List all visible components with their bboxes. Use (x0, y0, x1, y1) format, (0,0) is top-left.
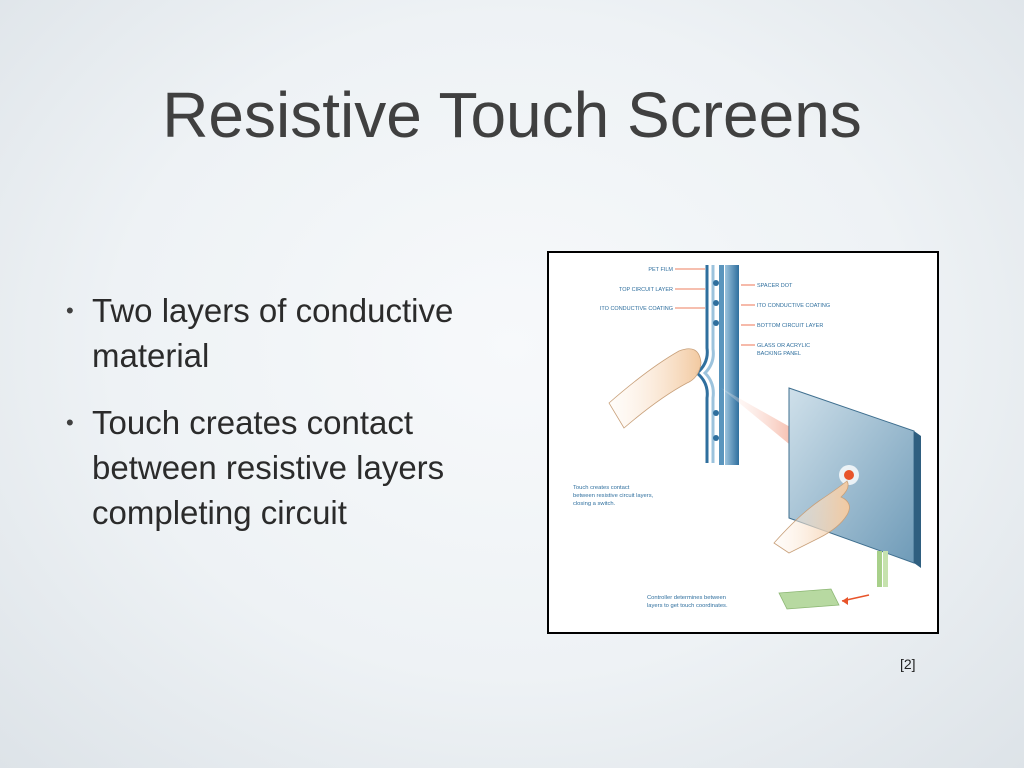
label-spacer-dot: SPACER DOT (757, 283, 793, 289)
bullet-icon: • (66, 410, 74, 435)
finger-illustration (608, 348, 702, 429)
label-ito-left: ITO CONDUCTIVE COATING (600, 306, 673, 312)
bottom-circuit-layer (719, 265, 724, 465)
label-leaders (675, 268, 755, 346)
spacer-dot (713, 280, 719, 286)
citation: [2] (900, 656, 916, 672)
slide-title: Resistive Touch Screens (162, 79, 862, 151)
connector-cable (877, 551, 882, 587)
bullet-icon: • (66, 298, 74, 323)
bullet-text: Two layers of conductive material (92, 292, 454, 374)
bullet-list: • Two layers of conductive material • To… (62, 288, 522, 557)
diagram-canvas: PET FILM TOP CIRCUIT LAYER ITO CONDUCTIV… (573, 265, 921, 610)
layer-stack (694, 265, 739, 465)
bullet-text: Touch creates contact between resistive … (92, 404, 445, 531)
layer-labels: PET FILM TOP CIRCUIT LAYER ITO CONDUCTIV… (600, 267, 830, 357)
hand-illustration (773, 480, 850, 554)
connector-cable (883, 551, 888, 587)
spacer-dot (713, 320, 719, 326)
spacer-dot (713, 410, 719, 416)
caption-touch-line2: between resistive circuit layers, (573, 493, 654, 499)
pet-film-layer (702, 265, 715, 463)
spacer-dot (713, 300, 719, 306)
caption-controller-line2: layers to get touch coordinates. (647, 603, 728, 609)
label-bottom-circuit: BOTTOM CIRCUIT LAYER (757, 323, 823, 329)
touch-point-center (844, 470, 854, 480)
spacer-dot (713, 435, 719, 441)
label-pet-film: PET FILM (648, 267, 673, 273)
label-top-circuit: TOP CIRCUIT LAYER (619, 287, 673, 293)
label-backing: BACKING PANEL (757, 351, 801, 357)
diagram-captions: Touch creates contact between resistive … (573, 485, 728, 609)
label-ito-right: ITO CONDUCTIVE COATING (757, 303, 830, 309)
caption-controller-line1: Controller determines between (647, 595, 726, 601)
backing-panel (725, 265, 739, 465)
bullet-item: • Touch creates contact between resistiv… (62, 400, 522, 535)
bullet-item: • Two layers of conductive material (62, 288, 522, 378)
resistive-touchscreen-diagram: PET FILM TOP CIRCUIT LAYER ITO CONDUCTIV… (547, 251, 939, 634)
caption-touch-line3: closing a switch. (573, 501, 616, 507)
label-glass: GLASS OR ACRYLIC (757, 343, 810, 349)
controller-board (778, 588, 840, 610)
caption-touch-line1: Touch creates contact (573, 485, 630, 491)
